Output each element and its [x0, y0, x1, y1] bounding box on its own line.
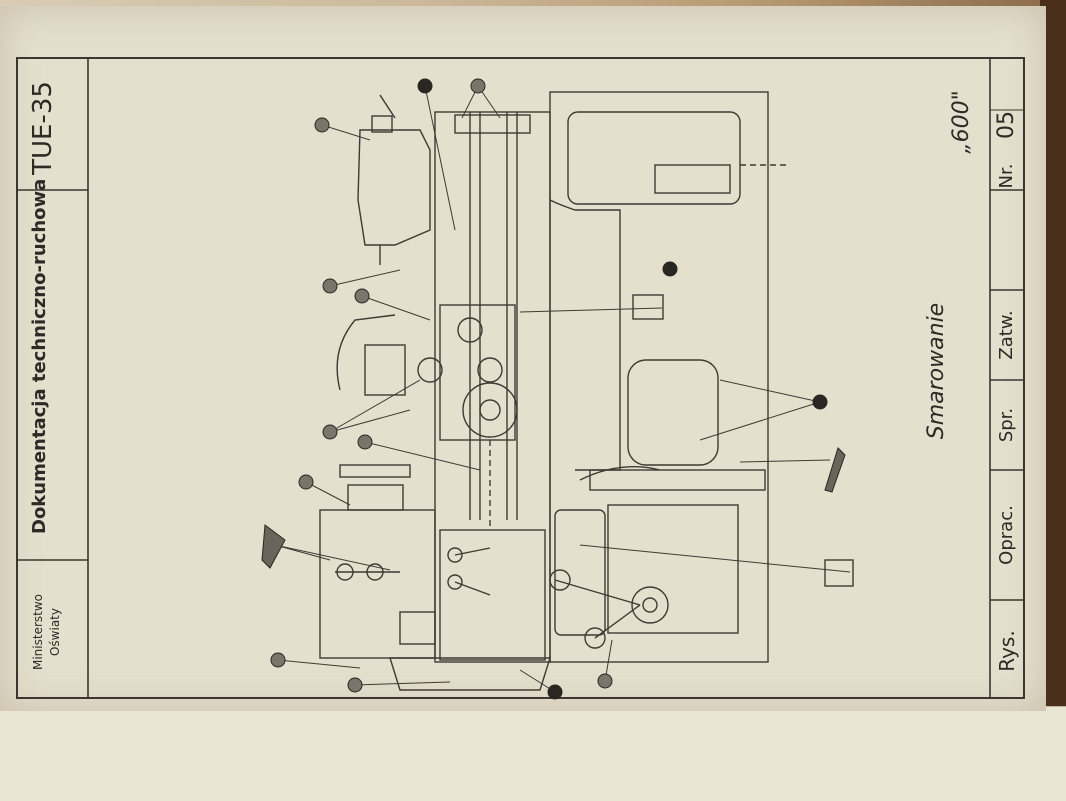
sheet-border — [16, 57, 1025, 699]
ministry-line-1: Ministerstwo — [31, 594, 45, 671]
ministry-line-2: Oświaty — [48, 608, 62, 657]
model-label: „600" — [949, 90, 974, 154]
lubrication-markers — [261, 78, 846, 700]
sign-rys: Rys. — [995, 630, 1019, 672]
sign-nr-value: 05 — [994, 111, 1019, 139]
ministry-label: Ministerstwo Oświaty — [30, 562, 74, 702]
drawing-sheet — [0, 6, 1046, 711]
document-code: TUE-35 — [28, 81, 58, 175]
sign-spr: Spr. — [996, 407, 1017, 443]
page-below — [0, 706, 1066, 801]
sign-zatw: Zatw. — [996, 310, 1017, 360]
sign-oprac: Oprac. — [996, 505, 1017, 565]
document-type-label: Dokumentacja techniczno-ruchowa — [29, 178, 50, 534]
drawing-title: Smarowanie — [924, 302, 949, 440]
sign-nr-label: Nr. — [996, 163, 1017, 189]
